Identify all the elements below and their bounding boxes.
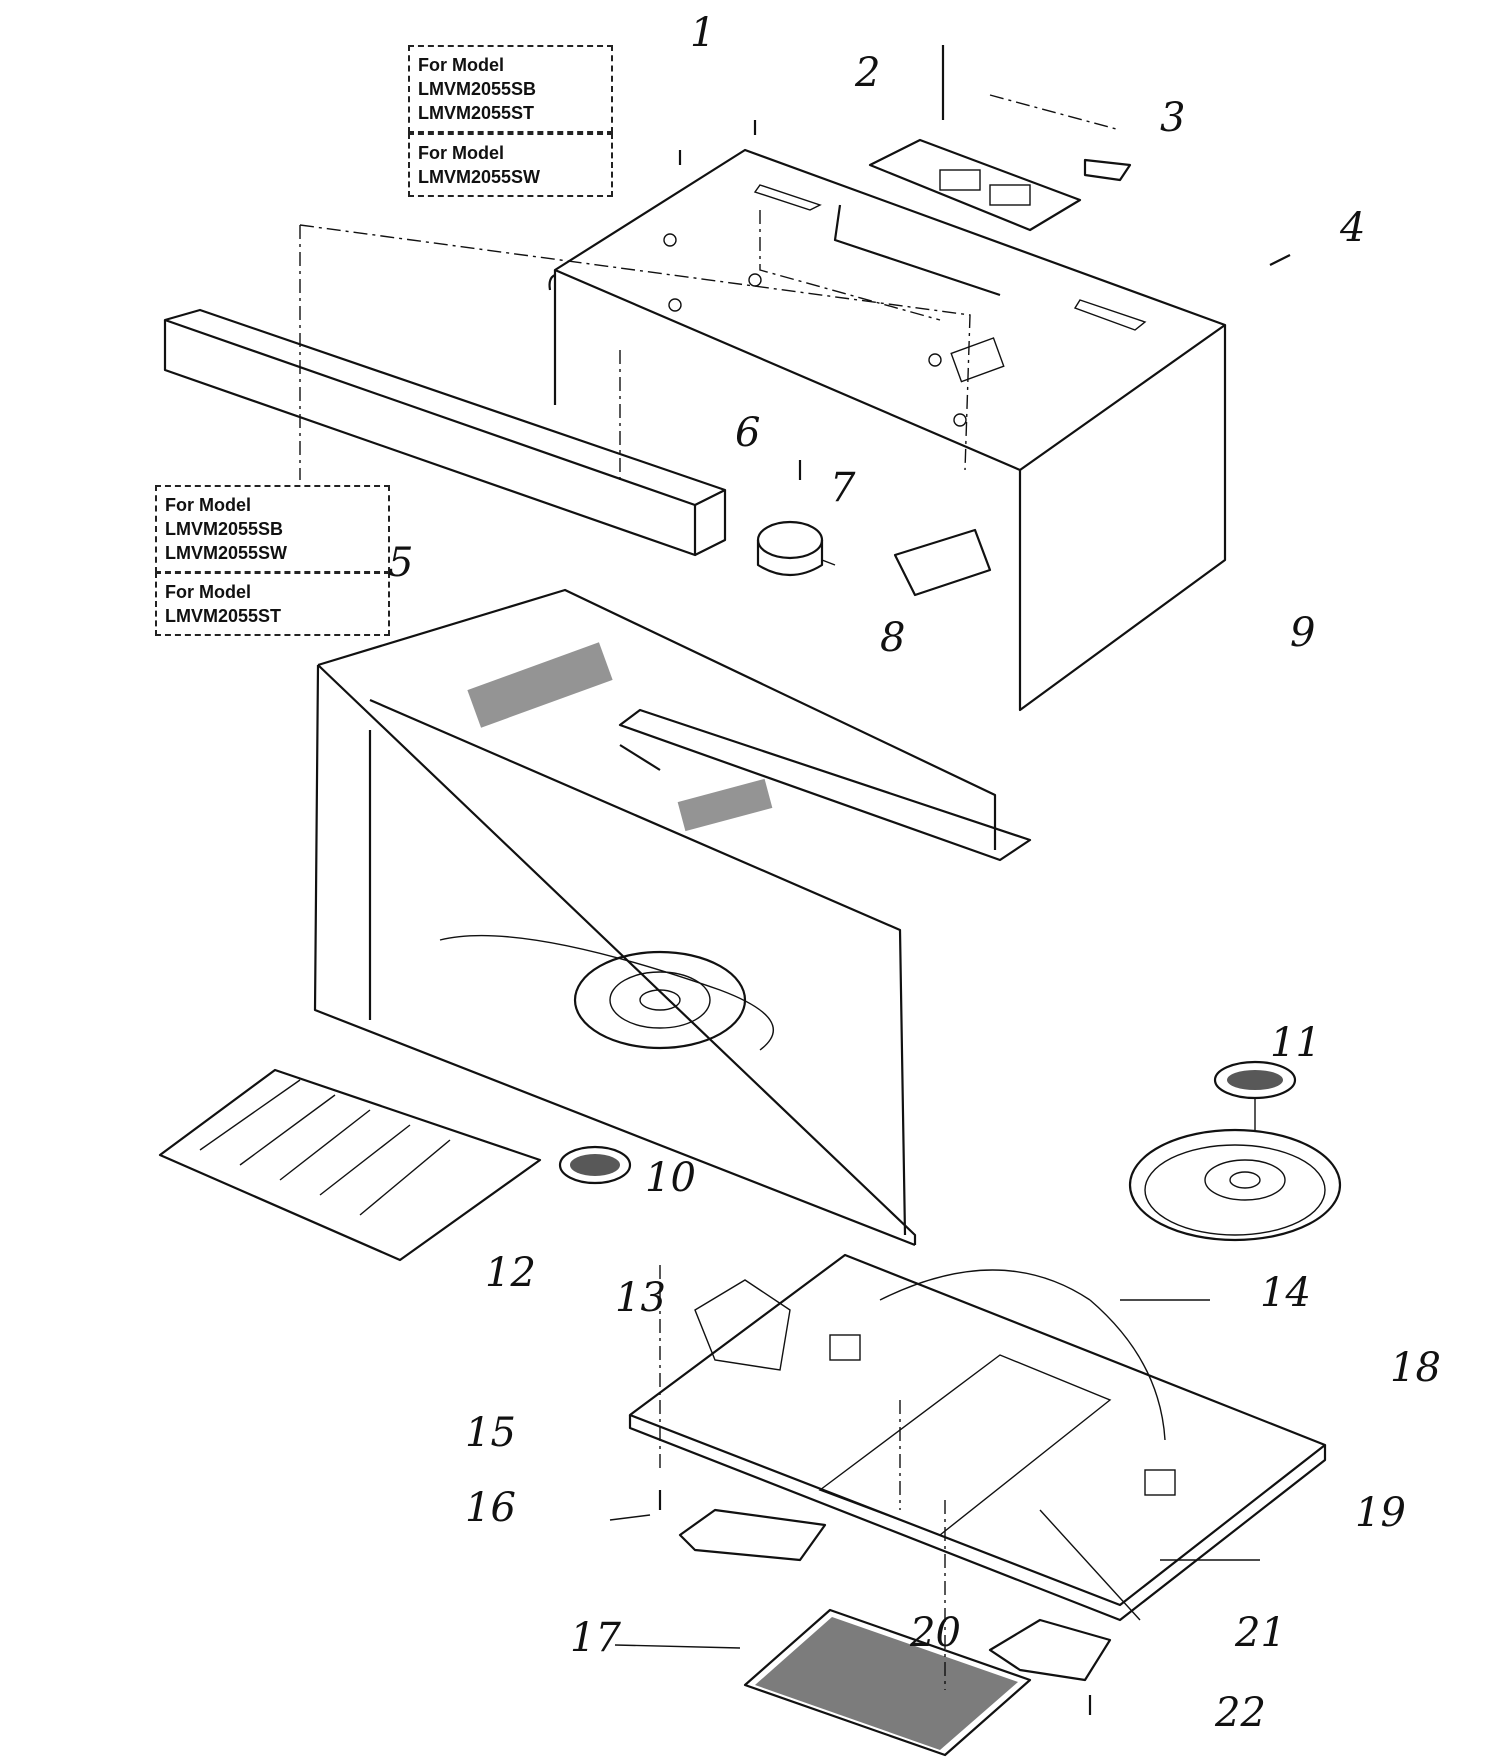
- callout-16: 16: [465, 1485, 516, 1531]
- callout-22: 22: [1215, 1690, 1266, 1736]
- callout-17: 17: [570, 1615, 621, 1661]
- callout-21: 21: [1235, 1610, 1286, 1656]
- callout-10: 10: [645, 1155, 696, 1201]
- model-box-part-5-a: For Model LMVM2055SB LMVM2055SW: [155, 485, 390, 573]
- callout-6: 6: [735, 410, 761, 456]
- callout-7: 7: [830, 465, 856, 511]
- model-box-model: LMVM2055ST: [165, 606, 282, 626]
- model-box-model: LMVM2055ST: [418, 103, 535, 123]
- model-box-model: LMVM2055SW: [165, 543, 288, 563]
- coupler-10: [558, 1145, 632, 1185]
- outer-cabinet: [548, 148, 1227, 712]
- screws: [658, 45, 1291, 1715]
- lamp-cover-right: [988, 1618, 1112, 1682]
- callout-1: 1: [690, 10, 716, 56]
- model-box-model: LMVM2055SW: [418, 167, 541, 187]
- model-box-part-5-b: For Model LMVM2055ST: [155, 572, 390, 636]
- callout-20: 20: [910, 1610, 961, 1656]
- callout-4: 4: [1340, 205, 1366, 251]
- callout-8: 8: [880, 615, 906, 661]
- callout-19: 19: [1355, 1490, 1406, 1536]
- base-plate: [628, 1253, 1327, 1622]
- oven-chassis: [313, 588, 1032, 1247]
- callout-2: 2: [855, 50, 881, 96]
- callout-14: 14: [1260, 1270, 1311, 1316]
- model-box-heading: For Model: [418, 143, 504, 163]
- callout-11: 11: [1270, 1020, 1321, 1066]
- model-box-part-1-white: For Model LMVM2055SW: [408, 133, 613, 197]
- model-box-heading: For Model: [418, 55, 504, 75]
- model-box-heading: For Model: [165, 582, 251, 602]
- model-box-model: LMVM2055SB: [165, 519, 284, 539]
- front-grille-bar: [163, 308, 727, 557]
- callout-15: 15: [465, 1410, 516, 1456]
- damper-plate: [893, 528, 992, 597]
- callout-12: 12: [485, 1250, 536, 1296]
- model-box-heading: For Model: [165, 495, 251, 515]
- callout-18: 18: [1390, 1345, 1441, 1391]
- lamp-cover-left: [678, 1508, 827, 1562]
- glass-tray: [1128, 1128, 1342, 1242]
- leader-lines: [609, 1299, 1260, 1649]
- model-box-model: LMVM2055SB: [418, 79, 537, 99]
- grease-filter: [743, 1608, 1032, 1757]
- fan-motor: [756, 520, 836, 576]
- assembly-lines: [299, 94, 1121, 1690]
- oven-rack: [158, 1068, 542, 1262]
- model-box-part-1-black: For Model LMVM2055SB LMVM2055ST: [408, 45, 613, 133]
- callout-9: 9: [1290, 610, 1316, 656]
- callout-3: 3: [1160, 95, 1186, 141]
- top-bracket: [833, 138, 1082, 297]
- callout-13: 13: [615, 1275, 666, 1321]
- clip-bracket: [1083, 158, 1132, 182]
- callout-5: 5: [388, 540, 414, 586]
